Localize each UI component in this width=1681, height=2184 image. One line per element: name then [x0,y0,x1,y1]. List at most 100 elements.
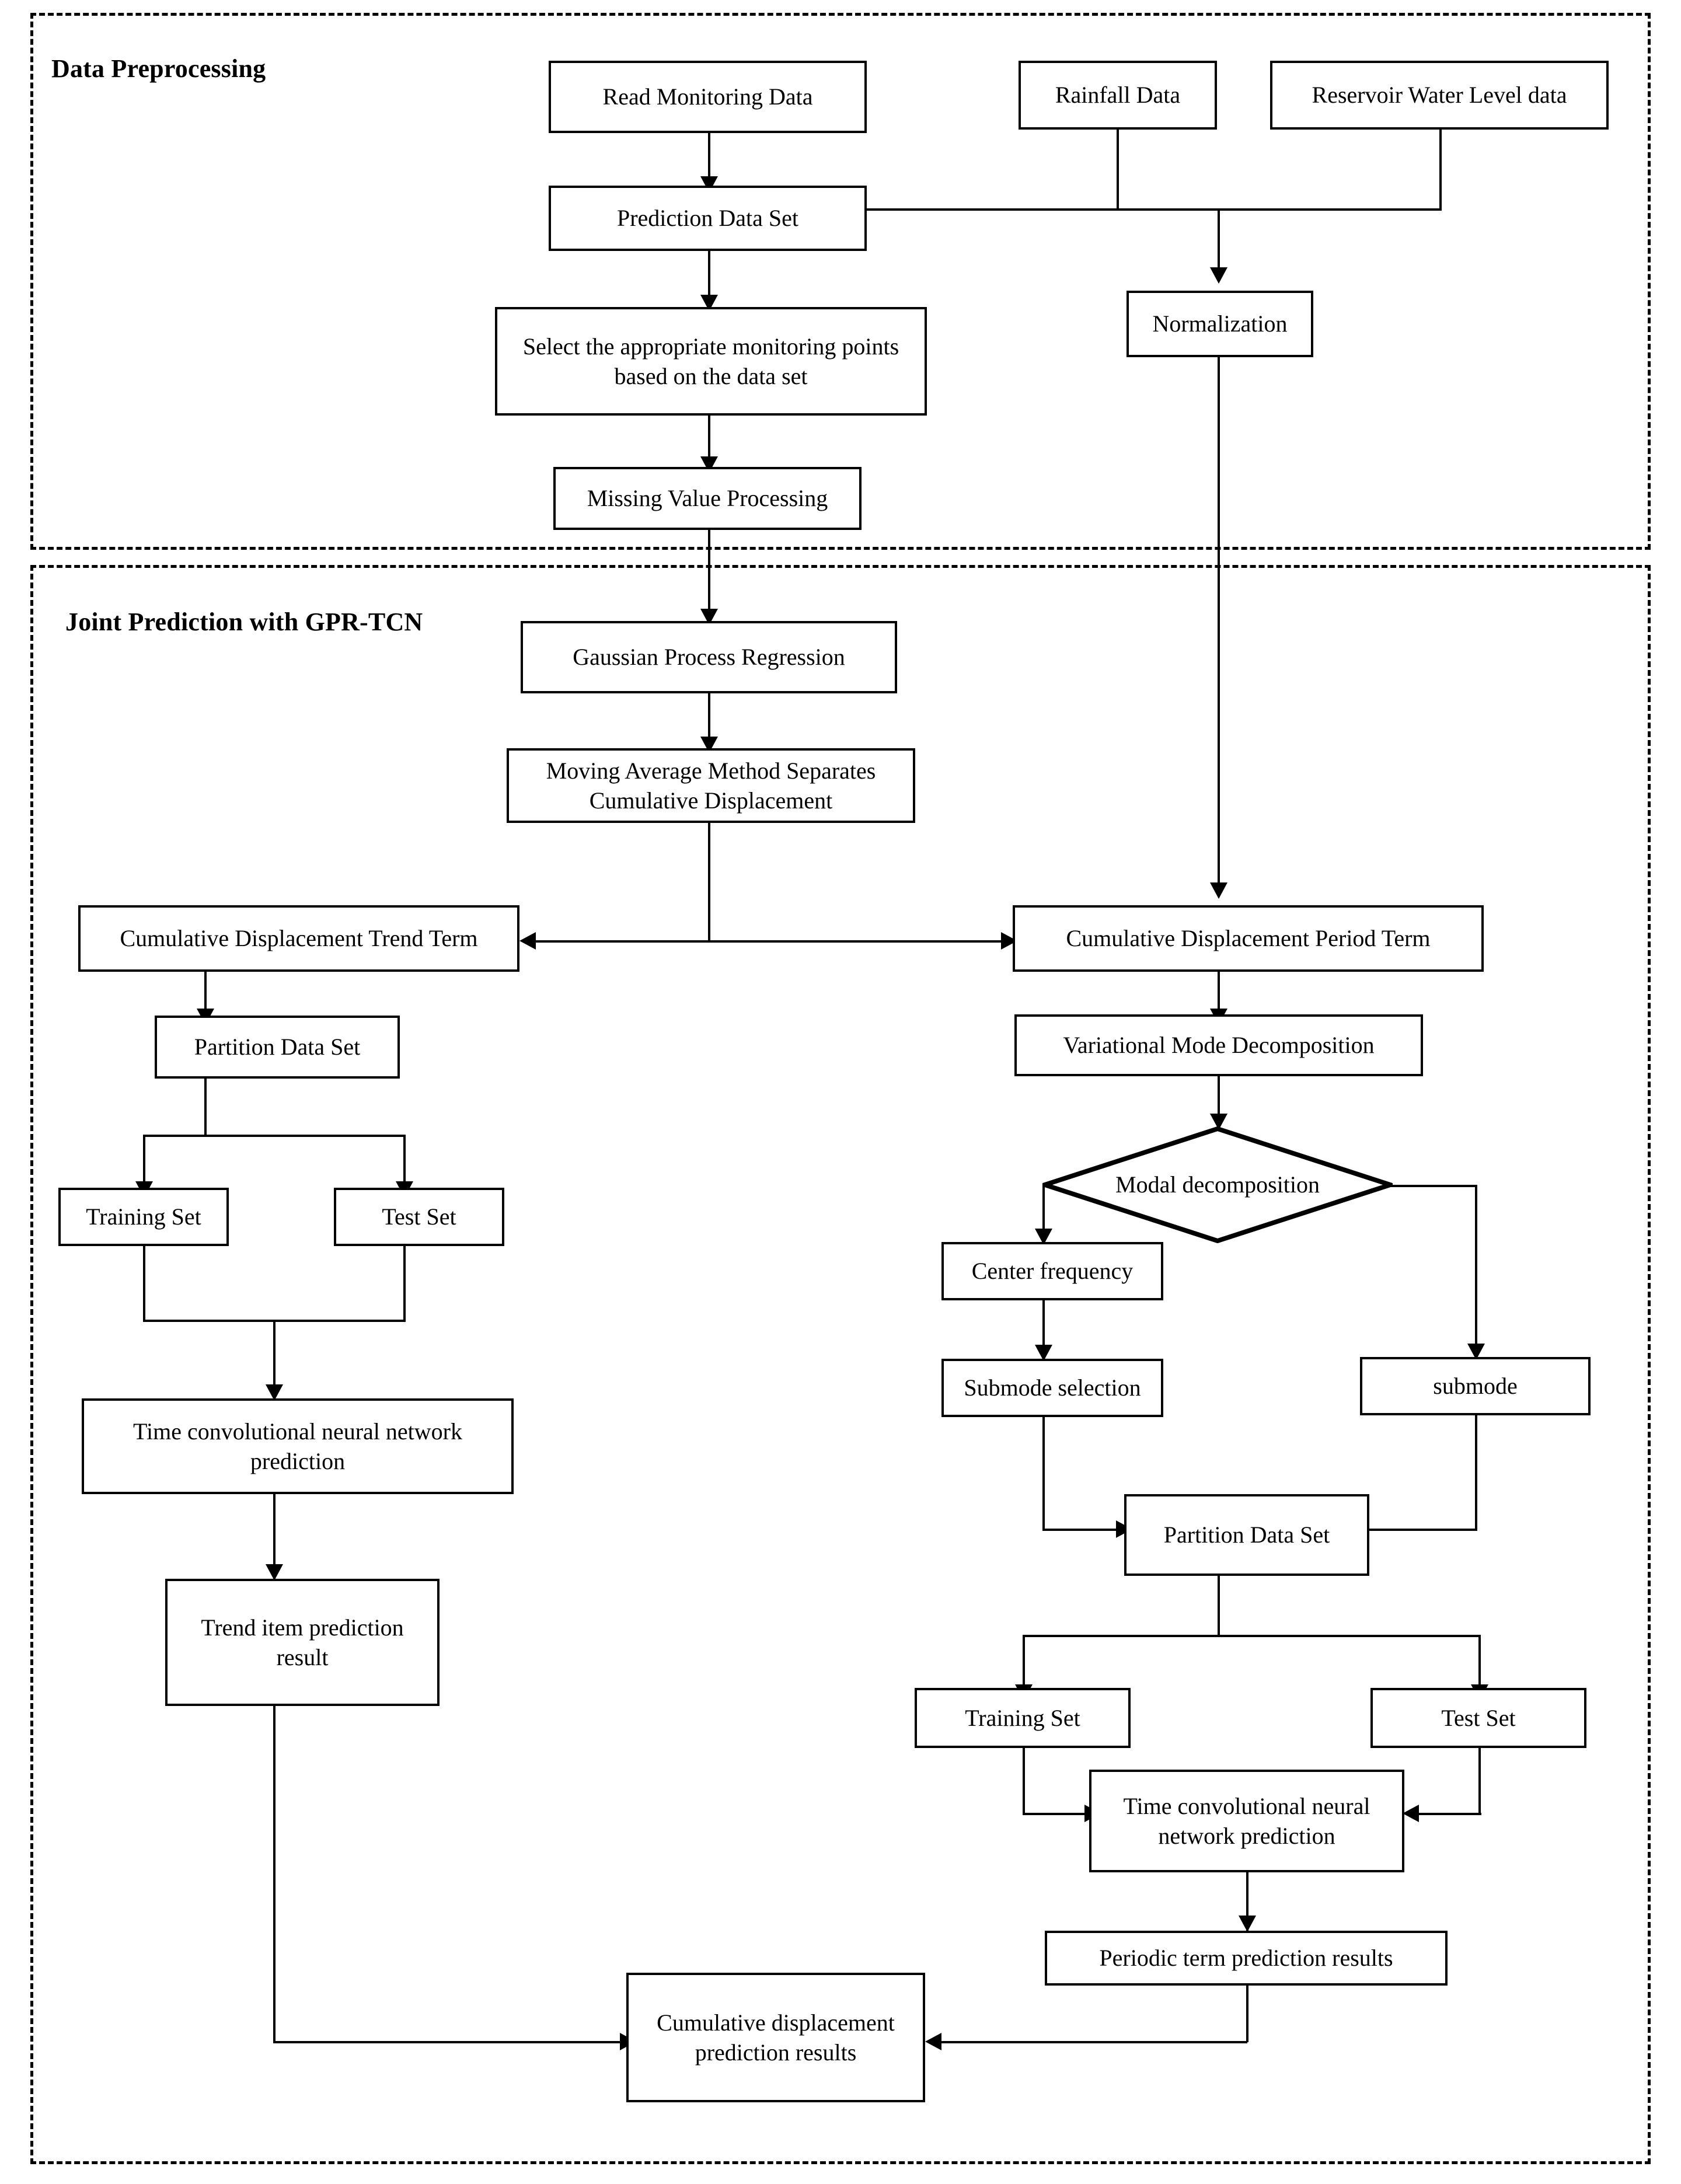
edge-read-to-prediction [708,133,710,190]
node-label: Training Set [86,1203,201,1230]
node-test-set-right[interactable]: Test Set [1370,1688,1586,1748]
node-label: Select the appropriate monitoring points… [522,333,899,389]
node-periodic-term-prediction-results[interactable]: Periodic term prediction results [1045,1931,1448,1986]
arrowhead-bus-to-normalization [1210,267,1227,284]
edge-center-freq-to-submode-selection [1042,1300,1045,1359]
edge-submode-selection-to-partition [1042,1529,1121,1531]
node-label: Test Set [1441,1704,1516,1731]
node-label: Submode selection [964,1374,1141,1401]
edge-test-right-to-tcn [1411,1813,1481,1815]
node-test-set-left[interactable]: Test Set [334,1188,504,1246]
edge-submode-selection-down [1042,1417,1045,1531]
node-label: Partition Data Set [1163,1522,1330,1548]
node-label: Test Set [382,1203,456,1230]
node-cumulative-displacement-period-term[interactable]: Cumulative Displacement Period Term [1013,905,1484,972]
edge-vmd-to-modal [1218,1076,1220,1129]
node-select-monitoring-points[interactable]: Select the appropriate monitoring points… [495,307,927,416]
node-tcn-prediction-left[interactable]: Time convolutional neural network predic… [82,1398,514,1494]
node-partition-data-set-left[interactable]: Partition Data Set [155,1016,400,1079]
node-label: Center frequency [971,1258,1134,1285]
node-label: Cumulative Displacement Trend Term [120,925,478,952]
arrowhead-bus-to-trend-term [519,932,536,950]
edge-modal-left-down [1042,1185,1045,1243]
node-submode[interactable]: submode [1360,1357,1591,1415]
node-read-monitoring-data[interactable]: Read Monitoring Data [549,61,867,133]
edge-reservoir-down [1439,130,1442,210]
node-training-set-left[interactable]: Training Set [58,1188,229,1246]
edge-partition-right-to-training [1023,1635,1025,1699]
node-missing-value-processing[interactable]: Missing Value Processing [553,467,862,530]
node-label: Cumulative displacement prediction resul… [657,2009,895,2066]
node-label: Missing Value Processing [587,485,828,512]
node-gaussian-process-regression[interactable]: Gaussian Process Regression [521,621,897,693]
node-tcn-prediction-right[interactable]: Time convolutional neural network predic… [1089,1770,1404,1872]
edge-training-right-to-tcn [1023,1813,1090,1815]
edge-periodic-down [1246,1986,1248,2042]
edge-trend-result-to-final [273,2041,626,2043]
node-reservoir-water-level-data[interactable]: Reservoir Water Level data [1270,61,1609,130]
node-training-set-right[interactable]: Training Set [915,1688,1131,1748]
node-label: Gaussian Process Regression [573,644,845,671]
edge-select-to-missing [708,416,710,471]
edge-bus-to-tcn-left [273,1320,275,1398]
edge-partition-left-bus [143,1135,406,1137]
node-trend-item-prediction-result[interactable]: Trend item prediction result [165,1579,440,1706]
edge-bus-to-normalization [1218,208,1220,281]
node-label: Variational Mode Decomposition [1063,1032,1375,1059]
edge-submode-to-partition [1319,1529,1477,1531]
node-modal-decomposition[interactable]: Modal decomposition [1042,1126,1393,1243]
edge-normalization-to-period [1218,357,1220,897]
edge-bus-to-prediction [855,208,1442,211]
node-label: Periodic term prediction results [1099,1945,1393,1972]
edge-bus-to-trend-term [528,940,709,943]
edge-moving-average-down [708,823,710,941]
node-normalization[interactable]: Normalization [1127,291,1313,357]
edge-partition-left-to-training [143,1135,145,1196]
node-moving-average-method[interactable]: Moving Average Method Separates Cumulati… [507,748,915,823]
arrowhead-bus-to-tcn-left [266,1384,283,1401]
node-label: Time convolutional neural network predic… [133,1418,462,1474]
edge-modal-right-stub [1334,1185,1477,1187]
edge-partition-left-to-test [403,1135,406,1196]
section-joint-prediction [30,565,1651,2164]
node-prediction-data-set[interactable]: Prediction Data Set [549,186,867,251]
node-cumulative-displacement-trend-term[interactable]: Cumulative Displacement Trend Term [78,905,519,972]
edge-trend-result-down [273,1706,275,2043]
edge-partition-right-bus [1023,1635,1481,1637]
diamond-shape [1042,1126,1393,1243]
section-label-data-preprocessing: Data Preprocessing [51,54,266,83]
node-label: Time convolutional neural network predic… [1123,1792,1370,1849]
node-rainfall-data[interactable]: Rainfall Data [1019,61,1217,130]
node-label: Training Set [965,1704,1080,1731]
edge-test-right-down [1478,1748,1481,1815]
node-variational-mode-decomposition[interactable]: Variational Mode Decomposition [1014,1014,1423,1076]
edge-rainfall-down [1117,130,1119,210]
arrowhead-tcn-left-to-trend-result [266,1564,283,1581]
edge-test-left-down [403,1246,406,1322]
node-label: Partition Data Set [194,1034,361,1060]
node-center-frequency[interactable]: Center frequency [941,1242,1163,1300]
edge-training-right-down [1023,1748,1025,1815]
edge-training-left-down [143,1246,145,1322]
node-label: Read Monitoring Data [602,83,813,110]
edge-prediction-to-select [708,251,710,309]
node-label: Reservoir Water Level data [1312,82,1567,109]
arrowhead-tcn-right-to-periodic [1239,1916,1256,1932]
arrowhead-test-right-to-tcn [1403,1805,1419,1822]
node-submode-selection[interactable]: Submode selection [941,1359,1163,1417]
node-label: Rainfall Data [1055,82,1181,109]
edge-modal-right-down [1475,1185,1477,1360]
edge-trend-to-partition-left [204,972,207,1021]
node-partition-data-set-right[interactable]: Partition Data Set [1124,1494,1369,1576]
node-label: Modal decomposition [1115,1171,1320,1198]
node-cumulative-displacement-prediction-results[interactable]: Cumulative displacement prediction resul… [626,1973,925,2102]
edge-missing-to-gpr [708,530,710,623]
edge-partition-right-to-test [1478,1635,1481,1699]
node-label: Normalization [1152,310,1288,337]
node-label: Moving Average Method Separates Cumulati… [546,757,876,814]
section-label-joint-prediction: Joint Prediction with GPR-TCN [65,608,423,636]
node-label: Trend item prediction result [201,1614,404,1670]
edge-tcn-right-to-periodic [1246,1872,1248,1931]
edge-tcn-left-to-trend-result [273,1494,275,1579]
